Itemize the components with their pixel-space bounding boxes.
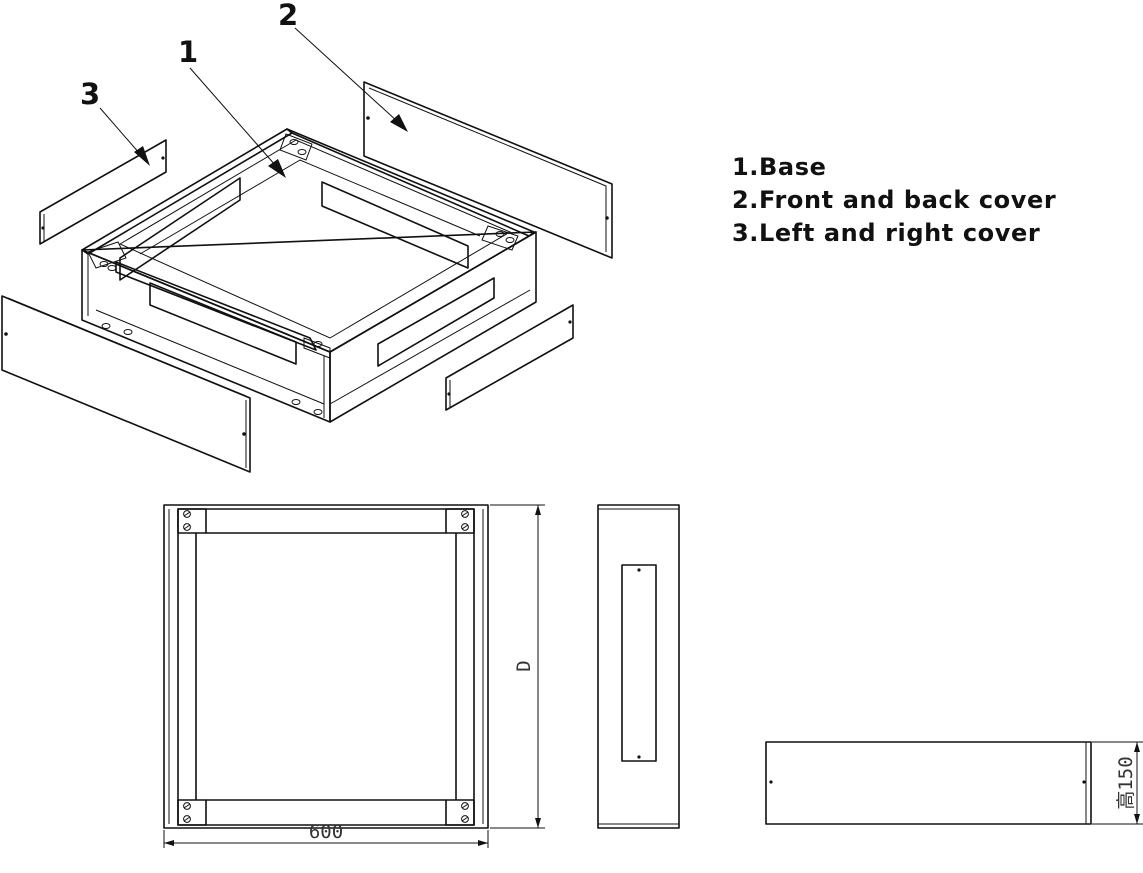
callout-2: 2 xyxy=(278,0,298,32)
right-cover-panel xyxy=(445,304,574,411)
top-view: 600 D xyxy=(163,504,545,848)
base-frame-holes xyxy=(99,139,515,415)
depth-dimension: D xyxy=(490,504,545,829)
width-label: 600 xyxy=(309,821,343,843)
callout-3: 3 xyxy=(80,77,100,111)
legend-item-base: 1.Base xyxy=(732,153,827,181)
front-cover-panel xyxy=(1,295,251,473)
side-view xyxy=(597,504,680,829)
leader-line-3 xyxy=(99,107,150,166)
height-label: 高150 xyxy=(1115,756,1137,809)
front-view: 高150 xyxy=(765,741,1143,825)
isometric-view: 2 1 3 xyxy=(1,0,613,473)
leader-line-1 xyxy=(189,67,286,178)
legend-item-front-back-cover: 2.Front and back cover xyxy=(732,186,1057,214)
back-cover-panel xyxy=(363,81,613,259)
left-cover-panel xyxy=(39,139,167,245)
parts-legend: 1.Base 2.Front and back cover 3.Left and… xyxy=(732,151,1056,250)
height-dimension: 高150 xyxy=(1092,741,1143,825)
width-dimension: 600 xyxy=(163,821,489,848)
leader-line-2 xyxy=(294,27,408,132)
legend-item-left-right-cover: 3.Left and right cover xyxy=(732,219,1041,247)
base-frame xyxy=(81,128,537,423)
callout-1: 1 xyxy=(178,35,198,69)
depth-label: D xyxy=(513,660,535,671)
top-view-holes xyxy=(183,510,469,823)
